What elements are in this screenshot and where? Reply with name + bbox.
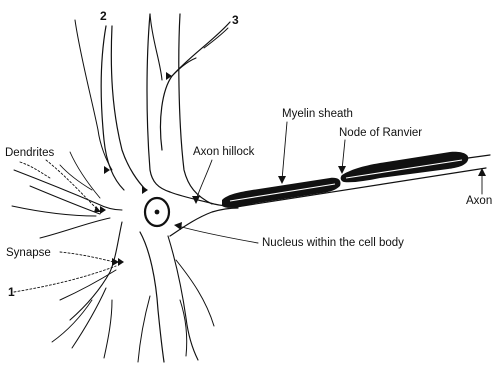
label-3: 3 xyxy=(232,13,239,27)
neuron-outline xyxy=(12,14,238,362)
label-2: 2 xyxy=(100,9,107,23)
nucleus xyxy=(145,198,169,226)
label-synapse: Synapse xyxy=(6,247,51,259)
label-node-of-ranvier: Node of Ranvier xyxy=(339,127,422,139)
myelin-segment-2 xyxy=(341,152,469,182)
nucleolus xyxy=(155,210,160,215)
labels: 2 3 1 Dendrites Synapse Axon hillock Mye… xyxy=(5,9,492,299)
label-axon: Axon xyxy=(466,195,492,207)
label-myelin-sheath: Myelin sheath xyxy=(282,108,353,120)
label-nucleus: Nucleus within the cell body xyxy=(262,237,404,249)
label-dendrites: Dendrites xyxy=(5,147,54,159)
label-axon-hillock: Axon hillock xyxy=(193,146,255,158)
axon xyxy=(222,152,490,208)
